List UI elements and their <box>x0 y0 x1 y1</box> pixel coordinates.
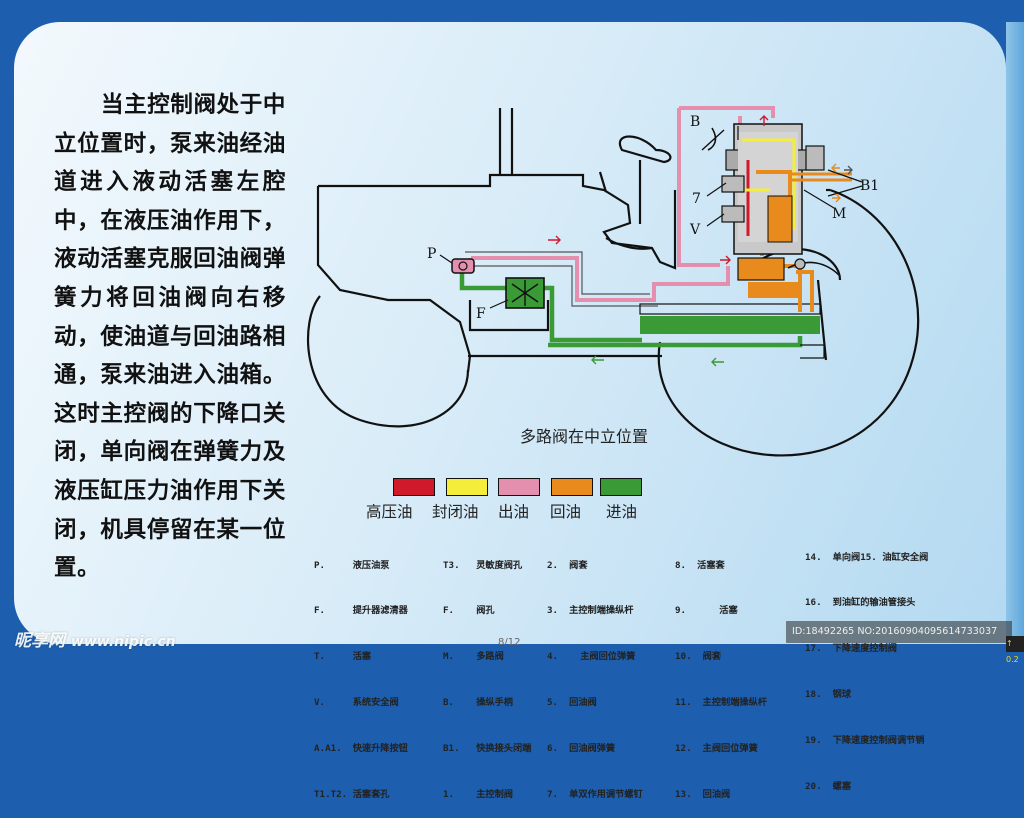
label-v: V <box>689 222 701 238</box>
label-b1: B1 <box>860 178 879 194</box>
key-item: 9. 活塞 <box>675 605 738 617</box>
filter-f <box>505 277 545 309</box>
hydraulic-diagram: P F B 7 V M B1 <box>306 106 920 457</box>
right-edge-stripe <box>1006 22 1024 652</box>
key-item: 1. 主控制阀 <box>443 789 513 801</box>
key-item: T3. 灵敏度阀孔 <box>443 559 523 571</box>
key-item: 5. 回油阀 <box>547 697 597 709</box>
key-item: A.A1. 快速升降按钮 <box>314 743 408 755</box>
legend-label-return: 回油 <box>550 503 582 521</box>
legend-label-sealed: 封闭油 <box>432 503 479 521</box>
key-item: 6. 回油阀弹簧 <box>547 743 616 755</box>
pump-p <box>451 258 475 274</box>
parts-key-column-2: T3. 灵敏度阀孔 F. 阀孔 M. 多路阀 B. 操纵手柄 B1. 快换接头闭… <box>443 527 531 818</box>
outlet-oil-lines <box>468 106 775 302</box>
legend-swatch-outlet <box>498 478 540 496</box>
key-item: 11. 主控制端操纵杆 <box>675 697 767 709</box>
diagram-caption: 多路阀在中立位置 <box>520 427 649 446</box>
legend-label-outlet: 出油 <box>498 503 530 521</box>
key-item: F. 阀孔 <box>443 605 495 617</box>
page-number: 8/12 <box>498 637 521 648</box>
parts-key-column-1: P. 液压油泵 F. 提升器滤清器 T. 活塞 V. 系统安全阀 A.A1. 快… <box>314 527 408 818</box>
key-item: F. 提升器滤清器 <box>314 605 408 617</box>
parts-key-column-4: 8. 活塞套 9. 活塞 10. 阀套 11. 主控制端操纵杆 12. 主阀回位… <box>675 527 767 818</box>
label-p: P <box>427 246 436 262</box>
parts-key-column-5: 14. 单向阀15. 油缸安全阀 16. 到油缸的输油管接头 17. 下降速度控… <box>805 519 928 810</box>
label-m: M <box>832 206 846 222</box>
key-item: 17. 下降速度控制阀 <box>805 643 897 655</box>
key-item: 7. 单双作用调节螺钉 <box>547 789 643 801</box>
label-b: B <box>690 114 700 130</box>
key-item: 2. 阀套 <box>547 559 588 571</box>
key-item: T1.T2. 活塞套孔 <box>314 789 390 801</box>
key-item: 20. 螺塞 <box>805 781 852 793</box>
image-id-bar: ID:18492265 NO:20160904095614733037 <box>786 621 1012 643</box>
parts-key-column-3: 2. 阀套 3. 主控制端操纵杆 4. 主阀回位弹簧 5. 回油阀 6. 回油阀… <box>547 527 643 818</box>
key-item: 18. 钢球 <box>805 689 852 701</box>
legend-swatch-inlet <box>600 478 642 496</box>
watermark: 昵享网 www.nipic.cn <box>14 626 176 651</box>
watermark-url: www.nipic.cn <box>70 634 176 650</box>
legend-swatch-high-pressure <box>393 478 435 496</box>
key-item: 3. 主控制端操纵杆 <box>547 605 634 617</box>
corner-tag: ↑ 0.2 <box>1006 636 1024 664</box>
label-f: F <box>476 306 486 322</box>
top-band <box>0 0 1024 22</box>
key-item: 8. 活塞套 <box>675 559 725 571</box>
flow-arrows <box>548 115 853 367</box>
legend-swatch-sealed <box>446 478 488 496</box>
key-item: 12. 主阀回位弹簧 <box>675 743 758 755</box>
explanation-paragraph: 当主控制阀处于中立位置时，泵来油经油道进入液动活塞左腔中，在液压油作用下，液动活… <box>54 92 286 582</box>
legend-swatch-return <box>551 478 593 496</box>
key-item: 16. 到油缸的输油管接头 <box>805 597 916 609</box>
lever-b-arc <box>707 127 717 151</box>
label-7: 7 <box>692 191 701 207</box>
slide-card <box>14 22 1006 644</box>
key-item: B1. 快换接头闭端 <box>443 743 532 755</box>
tractor-outline <box>306 108 920 457</box>
watermark-brand: 昵享网 <box>14 631 65 651</box>
key-item: V. 系统安全阀 <box>314 697 399 709</box>
multi-way-valve <box>721 123 852 298</box>
key-item: P. 液压油泵 <box>314 559 390 571</box>
legend-label-high-pressure: 高压油 <box>366 503 413 521</box>
key-item: 19. 下降速度控制阀调节销 <box>805 735 925 747</box>
key-item: 13. 回油阀 <box>675 789 731 801</box>
key-item: 14. 单向阀15. 油缸安全阀 <box>805 551 929 563</box>
oil-tank-green <box>640 316 820 334</box>
key-item: B. 操纵手柄 <box>443 697 513 709</box>
legend-label-inlet: 进油 <box>606 503 638 521</box>
